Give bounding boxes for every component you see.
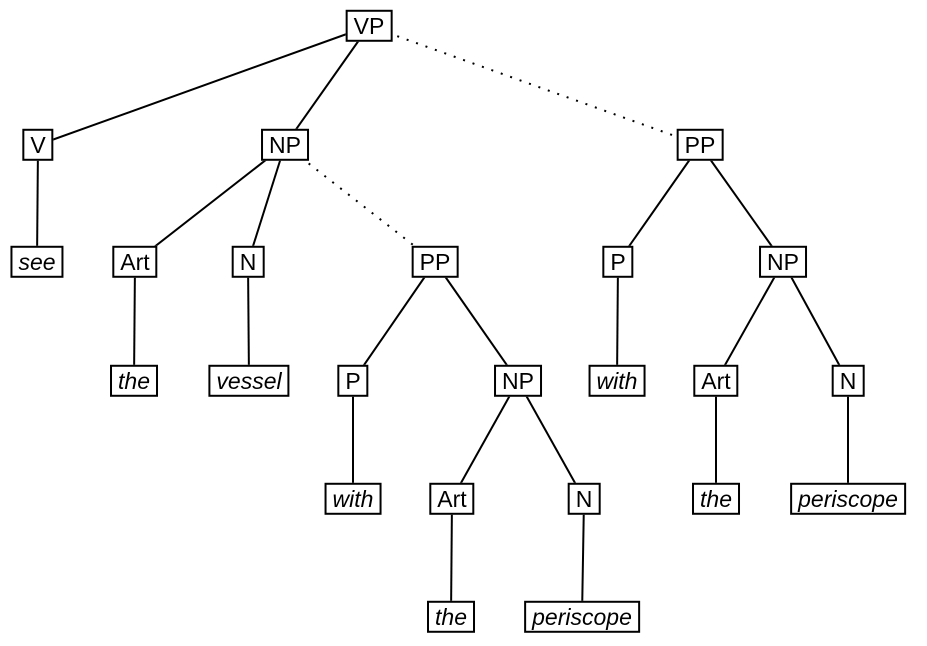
edge-np-object--pp-np-attach-dotted	[284, 144, 436, 263]
edge-pp-vp-attach--np-vp-pp	[699, 144, 784, 263]
edge-pp-vp-attach--p-vp-pp	[617, 144, 701, 263]
node-n-vp-pp: N	[831, 364, 865, 398]
node-n-np-pp: N	[567, 482, 601, 516]
node-p-np-pp: P	[337, 364, 369, 398]
edge-vp--v	[37, 25, 370, 146]
node-periscope-vp-pp: periscope	[790, 482, 906, 516]
node-periscope-np-pp: periscope	[524, 600, 640, 634]
node-vessel: vessel	[208, 364, 290, 398]
node-np-np-pp: NP	[494, 364, 542, 398]
node-pp-vp-attach: PP	[676, 128, 724, 162]
node-the-object: the	[110, 364, 158, 398]
edge-art-object--the-object	[133, 261, 136, 382]
edge-pp-np-attach--p-np-pp	[352, 261, 436, 382]
edge-pp-np-attach--np-np-pp	[434, 261, 519, 382]
node-np-object: NP	[261, 128, 309, 162]
node-the-np-pp: the	[427, 600, 475, 634]
node-vp: VP	[345, 9, 393, 43]
edge-np-np-pp--n-np-pp	[517, 380, 585, 500]
edge-vp--pp-vp-attach-dotted	[368, 25, 701, 146]
node-see: see	[10, 245, 64, 279]
node-p-vp-pp: P	[602, 245, 634, 279]
node-with-vp-pp: with	[588, 364, 646, 398]
node-the-vp-pp: the	[692, 482, 740, 516]
edge-np-object--art-object	[134, 144, 286, 263]
node-art-object: Art	[112, 245, 158, 279]
node-art-np-pp: Art	[429, 482, 475, 516]
edge-np-object--n-object	[247, 144, 286, 263]
node-n-object: N	[231, 245, 265, 279]
edge-art-np-pp--the-np-pp	[450, 498, 453, 618]
edge-n-object--vessel	[247, 261, 250, 382]
edge-p-vp-pp--with-vp-pp	[616, 261, 619, 382]
edge-np-vp-pp--n-vp-pp	[782, 261, 849, 382]
edge-n-np-pp--periscope-np-pp	[581, 498, 585, 618]
node-art-vp-pp: Art	[693, 364, 739, 398]
edge-np-vp-pp--art-vp-pp	[715, 261, 784, 382]
node-with-np-pp: with	[324, 482, 382, 516]
edge-v--see	[36, 144, 39, 263]
node-v: V	[22, 128, 54, 162]
node-np-vp-pp: NP	[759, 245, 807, 279]
node-pp-np-attach: PP	[411, 245, 459, 279]
edge-vp--np-object	[284, 25, 370, 146]
edge-np-np-pp--art-np-pp	[451, 380, 519, 500]
